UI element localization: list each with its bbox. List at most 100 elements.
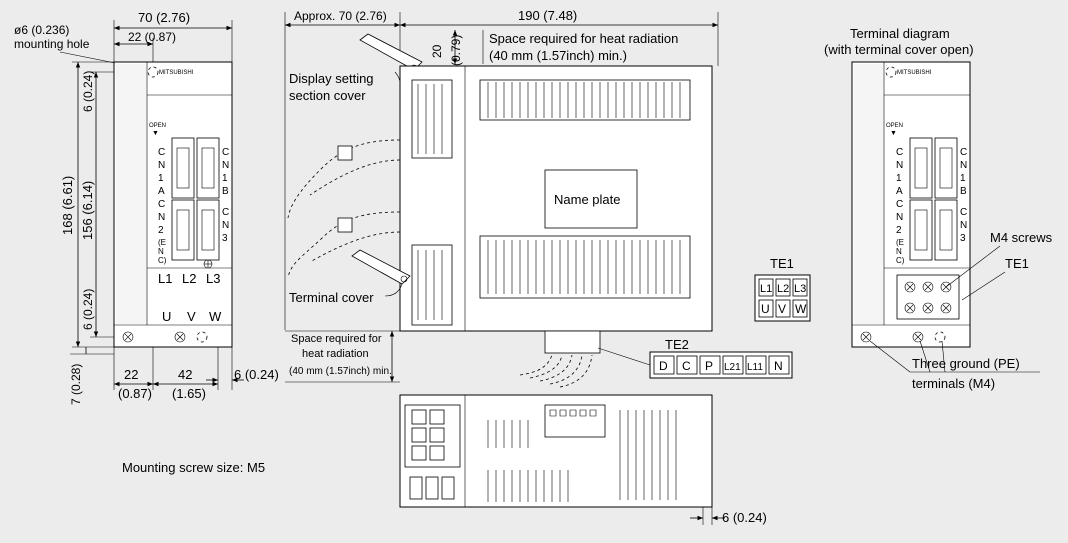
- cn2-label: C: [158, 199, 165, 210]
- right-margin-label: 6 (0.24): [234, 367, 279, 382]
- hole-offset-label: 22 (0.87): [128, 30, 176, 44]
- m4-screws-label: M4 screws: [990, 230, 1053, 245]
- te2-c: C: [682, 359, 691, 373]
- front-terminal-l3: L3: [206, 271, 220, 286]
- hole-diameter-label: ø6 (0.236): [14, 23, 69, 37]
- te2-title: TE2: [665, 337, 689, 352]
- vent-slots: [417, 82, 681, 320]
- te2-p: P: [705, 359, 713, 373]
- te1-title: TE1: [770, 256, 794, 271]
- cn1a-connector: [171, 137, 195, 199]
- te2-l21: L21: [724, 362, 741, 373]
- svg-text:3: 3: [222, 233, 228, 244]
- heat-bottom-line1: Space required for: [291, 333, 382, 345]
- terminal-diagram-title2: (with terminal cover open): [824, 42, 974, 57]
- cn3-label: C: [222, 207, 229, 218]
- name-plate: [544, 169, 638, 229]
- svg-text:C): C): [158, 256, 167, 265]
- svg-text:N: N: [158, 212, 165, 223]
- front-width-label: 70 (2.76): [138, 10, 190, 25]
- svg-text:C: C: [896, 147, 903, 158]
- svg-text:3: 3: [960, 233, 966, 244]
- svg-text:1: 1: [960, 173, 966, 184]
- svg-text:B: B: [960, 186, 967, 197]
- top-gap-label: 20: [430, 44, 444, 58]
- svg-text:(E: (E: [158, 238, 166, 247]
- cn3-connector: [196, 199, 220, 261]
- svg-text:(E: (E: [896, 238, 904, 247]
- svg-text:▼: ▼: [890, 130, 897, 137]
- te1-v: V: [778, 302, 786, 316]
- svg-text:2: 2: [158, 225, 164, 236]
- display-cover-line2: section cover: [289, 88, 366, 103]
- svg-text:N: N: [896, 247, 902, 256]
- svg-text:1: 1: [896, 173, 902, 184]
- cn1a-label: C: [158, 147, 165, 158]
- cn1b-label: C: [222, 147, 229, 158]
- front-terminal-v: V: [187, 309, 196, 324]
- te2-l11: L11: [747, 362, 763, 373]
- front-brand: MITSUBISHI: [159, 70, 194, 76]
- heat-bottom-line3: (40 mm (1.57inch) min.: [289, 366, 392, 377]
- heat-top-line1: Space required for heat radiation: [489, 31, 678, 46]
- terminal-diagram: Terminal diagram (with terminal cover op…: [824, 26, 1053, 391]
- te2-d: D: [659, 359, 668, 373]
- cn1b-connector: [196, 137, 220, 199]
- svg-text:B: B: [222, 186, 229, 197]
- svg-text:N: N: [896, 160, 903, 171]
- bottom-42-in-label: (1.65): [172, 386, 206, 401]
- te1-u: U: [761, 302, 770, 316]
- te2-connector: [544, 330, 601, 354]
- depth-label: 190 (7.48): [518, 8, 577, 23]
- te1-l1: L1: [760, 283, 772, 295]
- side-view: Approx. 70 (2.76) 190 (7.48) 20 (0.79) S…: [284, 8, 719, 388]
- svg-text:N: N: [158, 247, 164, 256]
- te2-n: N: [774, 359, 783, 373]
- svg-text:N: N: [896, 212, 903, 223]
- mounting-hole-icon: [147, 66, 159, 78]
- svg-text:▼: ▼: [152, 130, 159, 137]
- ground-line2: terminals (M4): [912, 376, 995, 391]
- bottom-offset-label: 7 (0.28): [69, 364, 83, 405]
- svg-text:C: C: [960, 147, 967, 158]
- front-view: 70 (2.76) 22 (0.87) ø6 (0.236) mounting …: [14, 10, 279, 405]
- terminal-diagram-title1: Terminal diagram: [850, 26, 950, 41]
- svg-text:1: 1: [222, 173, 228, 184]
- svg-text:C): C): [896, 256, 905, 265]
- heat-bottom-line2: heat radiation: [302, 348, 369, 360]
- svg-text:C: C: [960, 207, 967, 218]
- bottom-margin-label: 6 (0.24): [81, 289, 95, 330]
- height-total-label: 168 (6.61): [60, 176, 75, 235]
- te1-l3: L3: [794, 283, 806, 295]
- bottom-right-margin-label: 6 (0.24): [722, 510, 767, 525]
- te1-table: TE1 L1 L2 L3 U V W: [754, 256, 811, 322]
- approx-depth-label: Approx. 70 (2.76): [294, 9, 387, 23]
- front-bottom-screws: [122, 331, 208, 343]
- svg-text:A: A: [158, 186, 165, 197]
- svg-text:C: C: [896, 199, 903, 210]
- front-terminal-l1: L1: [158, 271, 172, 286]
- bottom-42-label: 42: [178, 367, 192, 382]
- svg-text:N: N: [222, 160, 229, 171]
- top-gap-in-label: (0.79): [449, 35, 463, 66]
- front-terminal-w: W: [209, 309, 222, 324]
- height-inner-label: 156 (6.14): [80, 181, 95, 240]
- te1-w: W: [795, 302, 807, 316]
- te2-table: TE2 D C P L21 L11 N: [649, 337, 793, 379]
- bottom-22-label: 22: [124, 367, 138, 382]
- top-margin-label: 6 (0.24): [81, 71, 95, 112]
- svg-text:N: N: [158, 160, 165, 171]
- svg-text:N: N: [222, 220, 229, 231]
- terminal-cover-label: Terminal cover: [289, 290, 374, 305]
- te1-l2: L2: [777, 283, 789, 295]
- svg-text:2: 2: [896, 225, 902, 236]
- ground-line1: Three ground (PE): [912, 356, 1020, 371]
- bottom-view: 6 (0.24): [399, 394, 767, 525]
- terminal-cover-icon: [351, 249, 411, 285]
- front-terminal-l2: L2: [182, 271, 196, 286]
- bottom-22-in-label: (0.87): [118, 386, 152, 401]
- mounting-note: Mounting screw size: M5: [122, 460, 265, 475]
- heat-top-line2: (40 mm (1.57inch) min.): [489, 48, 627, 63]
- svg-text:A: A: [896, 186, 903, 197]
- terminal-brand: MITSUBISHI: [897, 70, 932, 76]
